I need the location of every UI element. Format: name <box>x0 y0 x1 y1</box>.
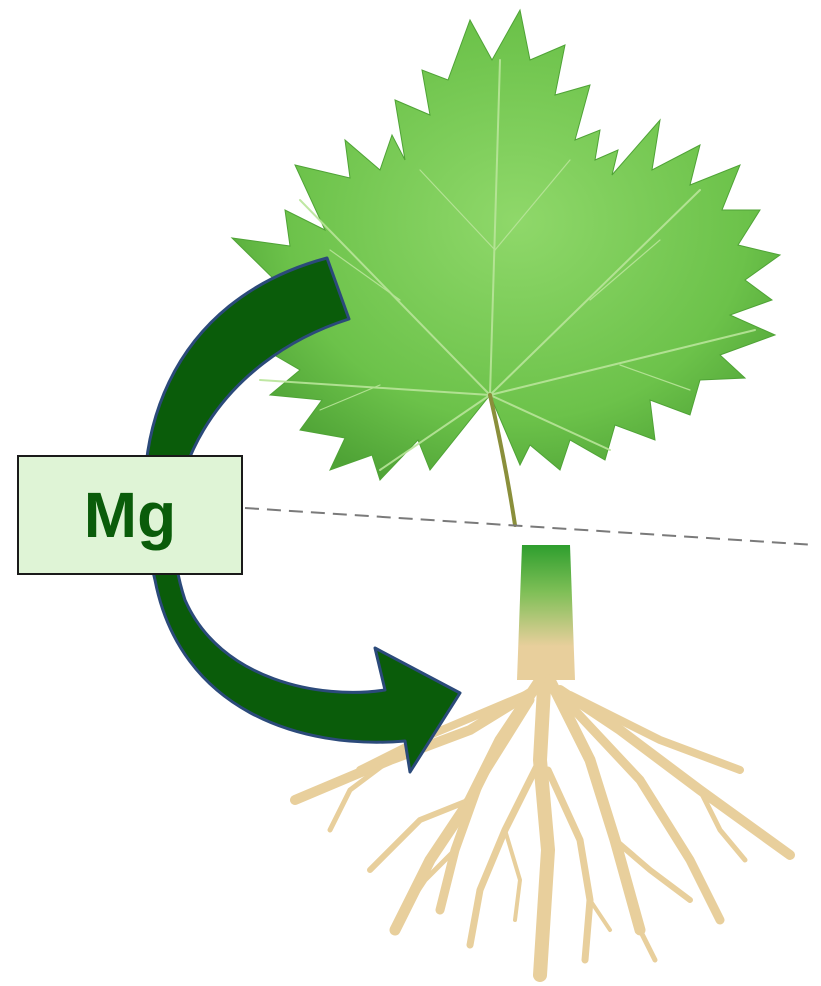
root-stem <box>517 545 575 680</box>
magnesium-label-box: Mg <box>17 455 243 575</box>
magnesium-label: Mg <box>84 478 176 552</box>
root-system <box>295 545 790 975</box>
leaf-blade <box>232 10 780 480</box>
dashed-ground-line <box>245 508 815 545</box>
